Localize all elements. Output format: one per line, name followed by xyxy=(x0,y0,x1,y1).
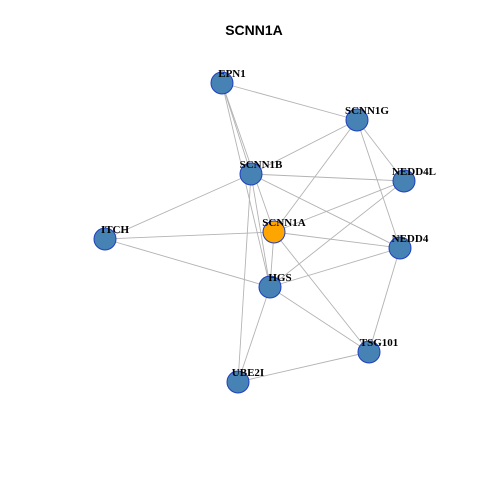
edge-nedd4-tsg101 xyxy=(368,247,401,353)
edge-scnn1a-nedd4 xyxy=(273,231,401,249)
node-label-itch: ITCH xyxy=(101,224,130,236)
node-label-ube2i: UBE2I xyxy=(232,367,264,379)
edge-hgs-tsg101 xyxy=(269,286,370,353)
graph-title: SCNN1A xyxy=(225,22,283,38)
node-label-tsg101: TSG101 xyxy=(360,337,399,349)
node-scnn1a[interactable] xyxy=(262,220,286,244)
node-hgs[interactable] xyxy=(258,275,282,299)
edge-epn1-hgs xyxy=(221,82,271,288)
node-ube2i[interactable] xyxy=(226,370,250,394)
edge-scnn1a-nedd4l xyxy=(273,180,405,233)
edge-scnn1g-scnn1a xyxy=(273,119,358,233)
edge-scnn1g-scnn1b xyxy=(250,119,358,175)
edge-epn1-scnn1a xyxy=(221,82,275,233)
edges-layer xyxy=(104,82,405,383)
edge-scnn1a-itch xyxy=(104,231,275,240)
edge-hgs-ube2i xyxy=(237,286,271,383)
node-label-nedd4l: NEDD4L xyxy=(392,166,436,178)
node-label-scnn1b: SCNN1B xyxy=(240,159,283,171)
node-label-nedd4: NEDD4 xyxy=(392,233,429,245)
node-label-epn1: EPN1 xyxy=(218,68,246,80)
node-label-hgs: HGS xyxy=(268,272,291,284)
nodes-layer xyxy=(93,71,416,394)
edge-scnn1b-ube2i xyxy=(237,173,252,383)
node-scnn1b[interactable] xyxy=(239,162,263,186)
node-itch[interactable] xyxy=(93,227,117,251)
edge-scnn1g-nedd4 xyxy=(356,119,401,249)
edge-scnn1b-nedd4l xyxy=(250,173,405,182)
edge-scnn1b-itch xyxy=(104,173,252,240)
edge-itch-hgs xyxy=(104,238,271,288)
node-label-scnn1a: SCNN1A xyxy=(262,217,305,229)
edge-nedd4l-hgs xyxy=(269,180,405,288)
edge-scnn1b-nedd4 xyxy=(250,173,401,249)
node-tsg101[interactable] xyxy=(357,340,381,364)
edge-scnn1a-tsg101 xyxy=(273,231,370,353)
node-label-scnn1g: SCNN1G xyxy=(345,105,389,117)
node-epn1[interactable] xyxy=(210,71,234,95)
edge-tsg101-ube2i xyxy=(237,351,370,383)
node-nedd4l[interactable] xyxy=(392,169,416,193)
edge-epn1-scnn1g xyxy=(221,82,358,121)
edge-scnn1b-hgs xyxy=(250,173,271,288)
node-scnn1g[interactable] xyxy=(345,108,369,132)
edge-nedd4-hgs xyxy=(269,247,401,288)
edge-scnn1g-nedd4l xyxy=(356,119,405,182)
node-nedd4[interactable] xyxy=(388,236,412,260)
